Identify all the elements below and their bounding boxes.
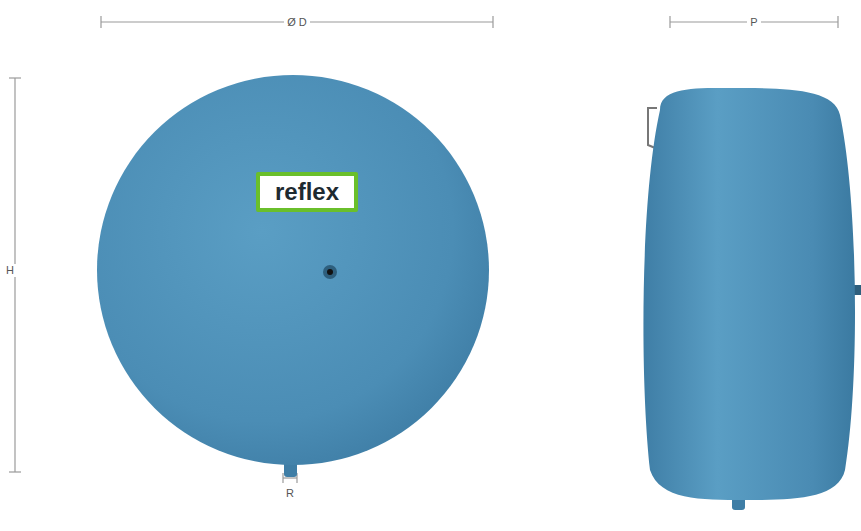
dimension-label: R	[283, 487, 297, 500]
dimension-label: H	[3, 264, 17, 277]
side-view	[643, 88, 861, 510]
dimension-label: P	[747, 16, 760, 29]
brand-name: reflex	[260, 176, 354, 208]
logo-badge: reflex	[256, 172, 358, 212]
front-view	[97, 75, 489, 477]
dimension-label: Ø D	[284, 16, 310, 29]
